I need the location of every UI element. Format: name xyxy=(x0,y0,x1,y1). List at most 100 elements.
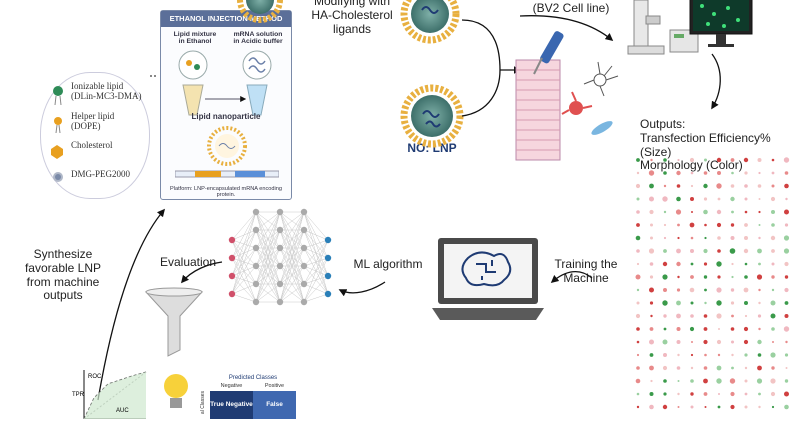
output-dot xyxy=(690,184,694,188)
output-dot xyxy=(704,301,707,305)
output-dot xyxy=(663,288,667,292)
output-dot xyxy=(729,248,736,254)
output-dot xyxy=(677,406,680,408)
output-dot xyxy=(649,404,654,410)
output-dot xyxy=(771,288,775,292)
output-dot xyxy=(690,392,694,396)
output-dot xyxy=(716,157,722,163)
output-dot xyxy=(677,380,680,382)
output-dot xyxy=(744,171,748,175)
cm-col-positive: Positive xyxy=(264,383,285,389)
platform-label: Platform: LNP-encapsulated mRNA encoding… xyxy=(170,186,282,199)
output-dot xyxy=(677,353,680,357)
output-dot xyxy=(758,327,761,331)
output-dot xyxy=(677,236,680,240)
output-dot xyxy=(636,327,640,331)
output-dot xyxy=(731,275,734,279)
output-dot xyxy=(690,366,694,370)
output-dot xyxy=(648,248,655,254)
output-dot xyxy=(676,340,681,344)
output-dot xyxy=(676,313,681,319)
tpr-label: TPR xyxy=(72,392,85,398)
ethanol-injection-panel: ETHANOL INJECTION METHOD Lipid mixture i… xyxy=(160,10,292,200)
output-dot xyxy=(771,262,775,266)
output-dot xyxy=(649,287,654,293)
output-dot xyxy=(717,353,721,357)
output-dot xyxy=(704,158,707,162)
output-dot xyxy=(757,184,762,188)
output-dot xyxy=(635,313,641,319)
output-dot xyxy=(690,314,694,318)
well-plate-stack-icon xyxy=(515,59,561,161)
output-dot xyxy=(663,249,667,253)
output-dot xyxy=(758,288,761,292)
output-dot xyxy=(703,314,708,318)
lipid-magnifier-icon xyxy=(178,50,208,80)
helper-lipid-icon xyxy=(54,117,62,134)
output-dot xyxy=(784,391,789,397)
output-dot xyxy=(743,157,749,163)
nn-node xyxy=(252,208,260,216)
output-dot xyxy=(784,353,789,357)
output-dot xyxy=(743,287,749,293)
nn-node xyxy=(276,208,284,216)
output-dot xyxy=(784,379,789,383)
output-dot xyxy=(636,197,640,201)
output-dot xyxy=(784,209,789,215)
output-dot xyxy=(635,274,641,280)
output-dot xyxy=(703,183,708,189)
outputs-line-color: Morphology (Color) xyxy=(640,158,743,173)
output-dot xyxy=(690,301,694,305)
output-dot xyxy=(744,379,748,383)
output-dot xyxy=(716,287,722,293)
nn-node xyxy=(324,290,332,298)
output-dot xyxy=(677,223,680,227)
output-dot xyxy=(662,339,668,345)
output-dot xyxy=(690,236,694,240)
roc-label: ROC xyxy=(88,374,102,380)
output-dot xyxy=(663,236,667,240)
output-dot xyxy=(771,171,775,175)
output-dot xyxy=(703,262,708,266)
nn-node xyxy=(252,226,260,234)
legend-peg: DMG-PEG2000 xyxy=(71,169,131,179)
nn-node xyxy=(300,244,308,252)
nn-node xyxy=(252,262,260,270)
output-dot xyxy=(771,210,775,214)
output-dot xyxy=(744,262,748,266)
lnp-small-icon xyxy=(207,126,247,166)
output-dot xyxy=(717,171,721,175)
output-dot xyxy=(731,262,734,266)
output-dot xyxy=(691,211,693,213)
output-dot xyxy=(770,352,776,358)
output-dot xyxy=(716,222,722,228)
output-dot xyxy=(649,262,654,266)
output-dot xyxy=(703,171,708,175)
output-dot xyxy=(650,314,653,318)
nn-node xyxy=(300,280,308,288)
output-dot xyxy=(662,274,668,280)
output-dot xyxy=(785,197,788,201)
output-dot xyxy=(635,378,641,384)
output-dot xyxy=(663,184,667,188)
output-dot xyxy=(704,223,707,227)
output-dot xyxy=(650,223,653,227)
output-dot xyxy=(716,300,722,306)
output-dot xyxy=(650,236,653,240)
output-dot xyxy=(649,183,654,189)
output-dot xyxy=(689,157,695,163)
output-dot-grid xyxy=(635,157,790,410)
ethanol-tube-icon xyxy=(182,84,204,116)
nn-node xyxy=(228,236,236,244)
output-dot xyxy=(744,197,748,201)
output-dot xyxy=(690,379,694,383)
output-dot xyxy=(758,198,761,200)
output-dot xyxy=(716,378,722,384)
output-dot xyxy=(784,275,789,279)
pipette-icon xyxy=(533,31,564,75)
output-dot xyxy=(704,236,707,240)
output-dot xyxy=(636,171,640,175)
output-dot xyxy=(744,392,748,396)
output-dot xyxy=(718,393,720,395)
output-dot xyxy=(676,170,681,176)
